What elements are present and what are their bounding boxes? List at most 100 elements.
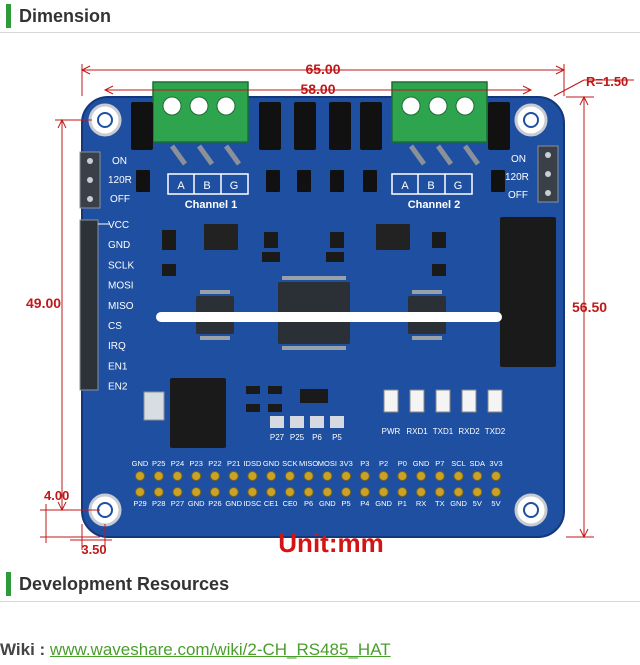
dimension-separator	[0, 32, 640, 33]
gpio-pin-hole	[453, 471, 464, 481]
ic-small-2	[376, 224, 410, 250]
gpio-bottom-label: GND	[450, 499, 467, 508]
led-label: TXD1	[433, 427, 454, 436]
development-section-header: Development Resources	[0, 568, 640, 600]
terminal-label-b: B	[427, 180, 434, 192]
gpio-bottom-label: GND	[188, 499, 205, 508]
left-pin-label: EN1	[108, 361, 128, 372]
channel1-label: Channel 1	[185, 199, 238, 211]
status-leds	[383, 389, 503, 413]
gpio-pin-hole	[153, 487, 164, 497]
gpio-top-label: 3V3	[339, 459, 352, 468]
gpio-top-label: GND	[413, 459, 430, 468]
gpio-pin-hole	[209, 487, 220, 497]
gpio-pin-hole	[191, 471, 202, 481]
gpio-top-label: SCK	[282, 459, 297, 468]
gpio-top-label: MISO	[299, 459, 318, 468]
small-components	[162, 230, 446, 412]
gpio-top-label: P2	[379, 459, 388, 468]
switch-label-off: OFF	[508, 190, 528, 201]
section-accent-bar	[6, 4, 11, 28]
board-dimension-diagram: A B G Channel 1 A B G Channel 2 ON 120R …	[26, 61, 634, 558]
gpio-pin-hole	[303, 487, 314, 497]
wiki-link[interactable]: www.waveshare.com/wiki/2-CH_RS485_HAT	[49, 640, 391, 659]
gpio-bottom-label: TX	[435, 499, 445, 508]
terminal-label-a: A	[401, 180, 409, 192]
gpio-top-label: SCL	[451, 459, 466, 468]
gpio-top-label: 3V3	[489, 459, 502, 468]
dim-width-total: 65.00	[305, 61, 340, 77]
led-label: TXD2	[485, 427, 506, 436]
mounting-hole-top-right	[514, 103, 548, 137]
left-pin-label: GND	[108, 240, 130, 251]
gpio-pin-hole	[153, 471, 164, 481]
pad-label: P5	[332, 433, 342, 442]
gpio-pin-hole	[434, 487, 445, 497]
dimension-title: Dimension	[19, 5, 112, 26]
pad-label: P6	[312, 433, 322, 442]
gpio-pin-hole	[266, 471, 277, 481]
gpio-pin-hole	[491, 487, 501, 497]
left-pin-label: CS	[108, 321, 122, 332]
gpio-pin-hole	[416, 471, 427, 481]
gpio-bottom-label: P28	[152, 499, 165, 508]
gpio-pin-hole	[172, 471, 183, 481]
dim-radius: R=1.50	[586, 74, 628, 89]
led-label: RXD1	[406, 427, 428, 436]
dim-hole-offset-x: 3.50	[81, 542, 106, 557]
gpio-bottom-label: CE0	[283, 499, 298, 508]
gpio-pin-hole	[378, 471, 389, 481]
isolation-module	[500, 217, 556, 367]
wiki-row: Wiki : www.waveshare.com/wiki/2-CH_RS485…	[0, 640, 391, 660]
top-components	[131, 102, 510, 192]
terminal-block-channel1	[152, 81, 249, 166]
gpio-top-label: P24	[171, 459, 184, 468]
gpio-top-label: P21	[227, 459, 240, 468]
dim-hole-span: 58.00	[300, 81, 335, 97]
gpio-pin-hole	[341, 471, 352, 481]
left-pin-label: EN2	[108, 382, 128, 393]
gpio-pin-hole	[322, 471, 333, 481]
gpio-pin-hole	[209, 471, 220, 481]
gpio-top-label: IDSD	[243, 459, 262, 468]
gpio-pin-hole	[247, 471, 258, 481]
terminal-label-g: G	[230, 180, 239, 192]
switch-label-120r: 120R	[505, 172, 529, 183]
gpio-bottom-label: P6	[304, 499, 313, 508]
gpio-pin-hole	[341, 487, 352, 497]
gpio-top-label: P23	[190, 459, 203, 468]
left-pin-header	[79, 219, 110, 391]
test-pads	[270, 416, 344, 428]
crystal	[143, 391, 165, 421]
gpio-bottom-label: P4	[360, 499, 369, 508]
gpio-pin-hole	[303, 471, 314, 481]
gpio-pin-hole	[172, 487, 183, 497]
dim-hole-offset-y: 4.00	[44, 488, 69, 503]
gpio-top-label: P3	[360, 459, 369, 468]
gpio-pin-hole	[284, 471, 295, 481]
gpio-pin-hole	[397, 471, 408, 481]
gpio-pin-hole	[453, 487, 464, 497]
terminal-label-b: B	[203, 180, 210, 192]
channel1-label-block: A B G Channel 1	[167, 173, 249, 211]
gpio-top-label: P22	[208, 459, 221, 468]
gpio-pin-hole	[284, 487, 295, 497]
channel2-label: Channel 2	[408, 199, 461, 211]
left-pin-label: IRQ	[108, 341, 126, 352]
gpio-top-label: P0	[398, 459, 407, 468]
mounting-holes	[88, 103, 548, 527]
gpio-pin-hole	[434, 471, 445, 481]
gpio-bottom-label: 5V	[473, 499, 482, 508]
wiki-label: Wiki :	[0, 640, 46, 659]
ic-left-bottom	[170, 378, 226, 448]
gpio-pin-hole	[135, 487, 145, 497]
pcb-slot	[156, 312, 502, 322]
mounting-hole-bottom-right	[514, 493, 548, 527]
gpio-pin-hole	[472, 487, 483, 497]
gpio-pin-hole	[359, 471, 370, 481]
development-title: Development Resources	[19, 573, 230, 594]
